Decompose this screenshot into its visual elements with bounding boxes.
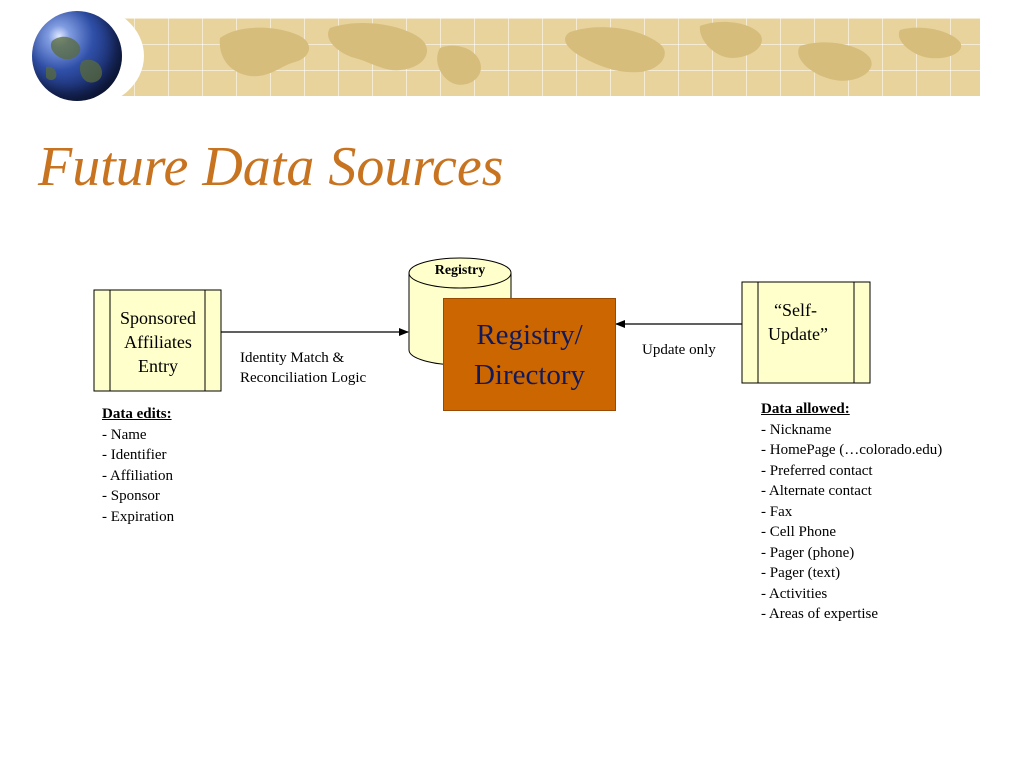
list-item: - Nickname [761, 421, 832, 438]
list-item: - Activities [761, 585, 828, 602]
registry-directory-line-2: Directory [473, 358, 586, 391]
self-update-line-2: Update” [768, 324, 828, 344]
self-update-box [741, 281, 871, 384]
sponsored-line-2: Affiliates [124, 332, 192, 352]
list-item: - Expiration [102, 508, 175, 525]
registry-directory-box: Registry/ Directory [443, 298, 616, 411]
list-item: - HomePage (…colorado.edu) [761, 442, 943, 458]
identity-match-label: Identity Match & Reconciliation Logic [240, 348, 366, 388]
registry-cylinder-label: Registry [434, 263, 486, 278]
sponsored-line-1: Sponsored [120, 308, 196, 328]
identity-match-line-2: Reconciliation Logic [240, 370, 367, 386]
list-item: - Cell Phone [761, 524, 836, 540]
slide-title: Future Data Sources [38, 136, 504, 198]
list-item: - Sponsor [102, 488, 160, 504]
identity-match-line-1: Identity Match & [240, 350, 345, 366]
globe-icon [32, 11, 122, 101]
world-map-banner [100, 18, 980, 96]
data-edits-list: Data edits: - Name - Identifier - Affili… [102, 404, 174, 527]
list-item: - Pager (text) [761, 565, 841, 581]
update-only-label: Update only [642, 342, 716, 358]
list-item: - Preferred contact [761, 462, 873, 479]
list-item: - Areas of expertise [761, 606, 879, 622]
list-item: - Name [102, 426, 147, 443]
data-edits-heading: Data edits: [102, 406, 172, 422]
registry-directory-line-1: Registry/ [476, 318, 583, 351]
list-item: - Fax [761, 503, 793, 520]
sponsored-line-3: Entry [138, 356, 178, 376]
continents-graphic [219, 21, 962, 85]
list-item: - Identifier [102, 447, 167, 463]
list-item: - Pager (phone) [761, 544, 855, 561]
sponsored-box-text: Sponsored Affiliates Entry [110, 306, 206, 378]
data-allowed-heading: Data allowed: [761, 401, 850, 417]
self-update-line-1: “Self- [774, 300, 817, 320]
sponsored-affiliates-box [93, 289, 222, 392]
globe-land [46, 36, 102, 83]
data-allowed-list: Data allowed: - Nickname - HomePage (…co… [761, 399, 942, 625]
list-item: - Alternate contact [761, 483, 872, 499]
self-update-box-text: “Self- Update” [768, 298, 828, 346]
list-item: - Affiliation [102, 467, 173, 484]
